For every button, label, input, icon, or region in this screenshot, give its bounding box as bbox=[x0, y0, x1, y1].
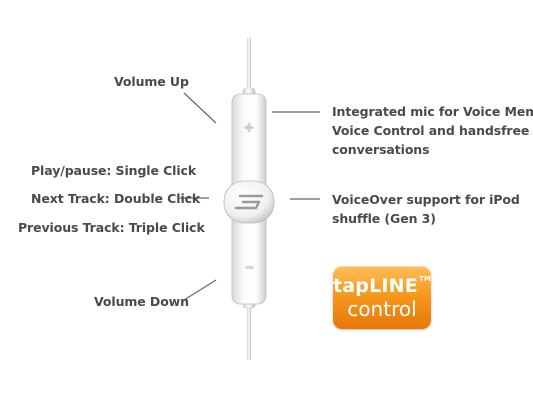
label-volume-down: Volume Down bbox=[94, 294, 189, 309]
label-mic: Integrated mic for Voice Memos, Voice Co… bbox=[332, 102, 533, 159]
leader-volume-down bbox=[183, 279, 217, 301]
center-button[interactable] bbox=[223, 180, 275, 224]
label-next-track: Next Track: Double Click bbox=[31, 191, 201, 206]
volume-down-button[interactable] bbox=[245, 266, 254, 269]
label-volume-up: Volume Up bbox=[114, 74, 189, 89]
badge-trademark: TM bbox=[418, 275, 432, 283]
cable-bottom bbox=[247, 302, 251, 360]
badge-brand-text: tapLINE bbox=[333, 275, 418, 297]
label-voiceover-line2: shuffle (Gen 3) bbox=[332, 211, 436, 226]
volume-up-button[interactable] bbox=[244, 123, 254, 132]
label-play-pause: Play/pause: Single Click bbox=[31, 163, 197, 178]
leader-volume-up bbox=[183, 92, 217, 124]
label-voiceover: VoiceOver support for iPod shuffle (Gen … bbox=[332, 190, 520, 228]
badge-brand: tapLINETM bbox=[333, 275, 431, 297]
label-mic-line2: Voice Control and handsfree bbox=[332, 123, 530, 138]
tapline-control-badge: tapLINETM control bbox=[333, 266, 431, 329]
cable-top bbox=[247, 38, 251, 96]
label-previous-track: Previous Track: Triple Click bbox=[18, 220, 205, 235]
label-mic-line1: Integrated mic for Voice Memos, bbox=[332, 104, 533, 119]
label-mic-line3: conversations bbox=[332, 142, 430, 157]
tapline-logo-icon bbox=[234, 194, 264, 210]
badge-subtitle: control bbox=[347, 297, 417, 321]
label-voiceover-line1: VoiceOver support for iPod bbox=[332, 192, 520, 207]
